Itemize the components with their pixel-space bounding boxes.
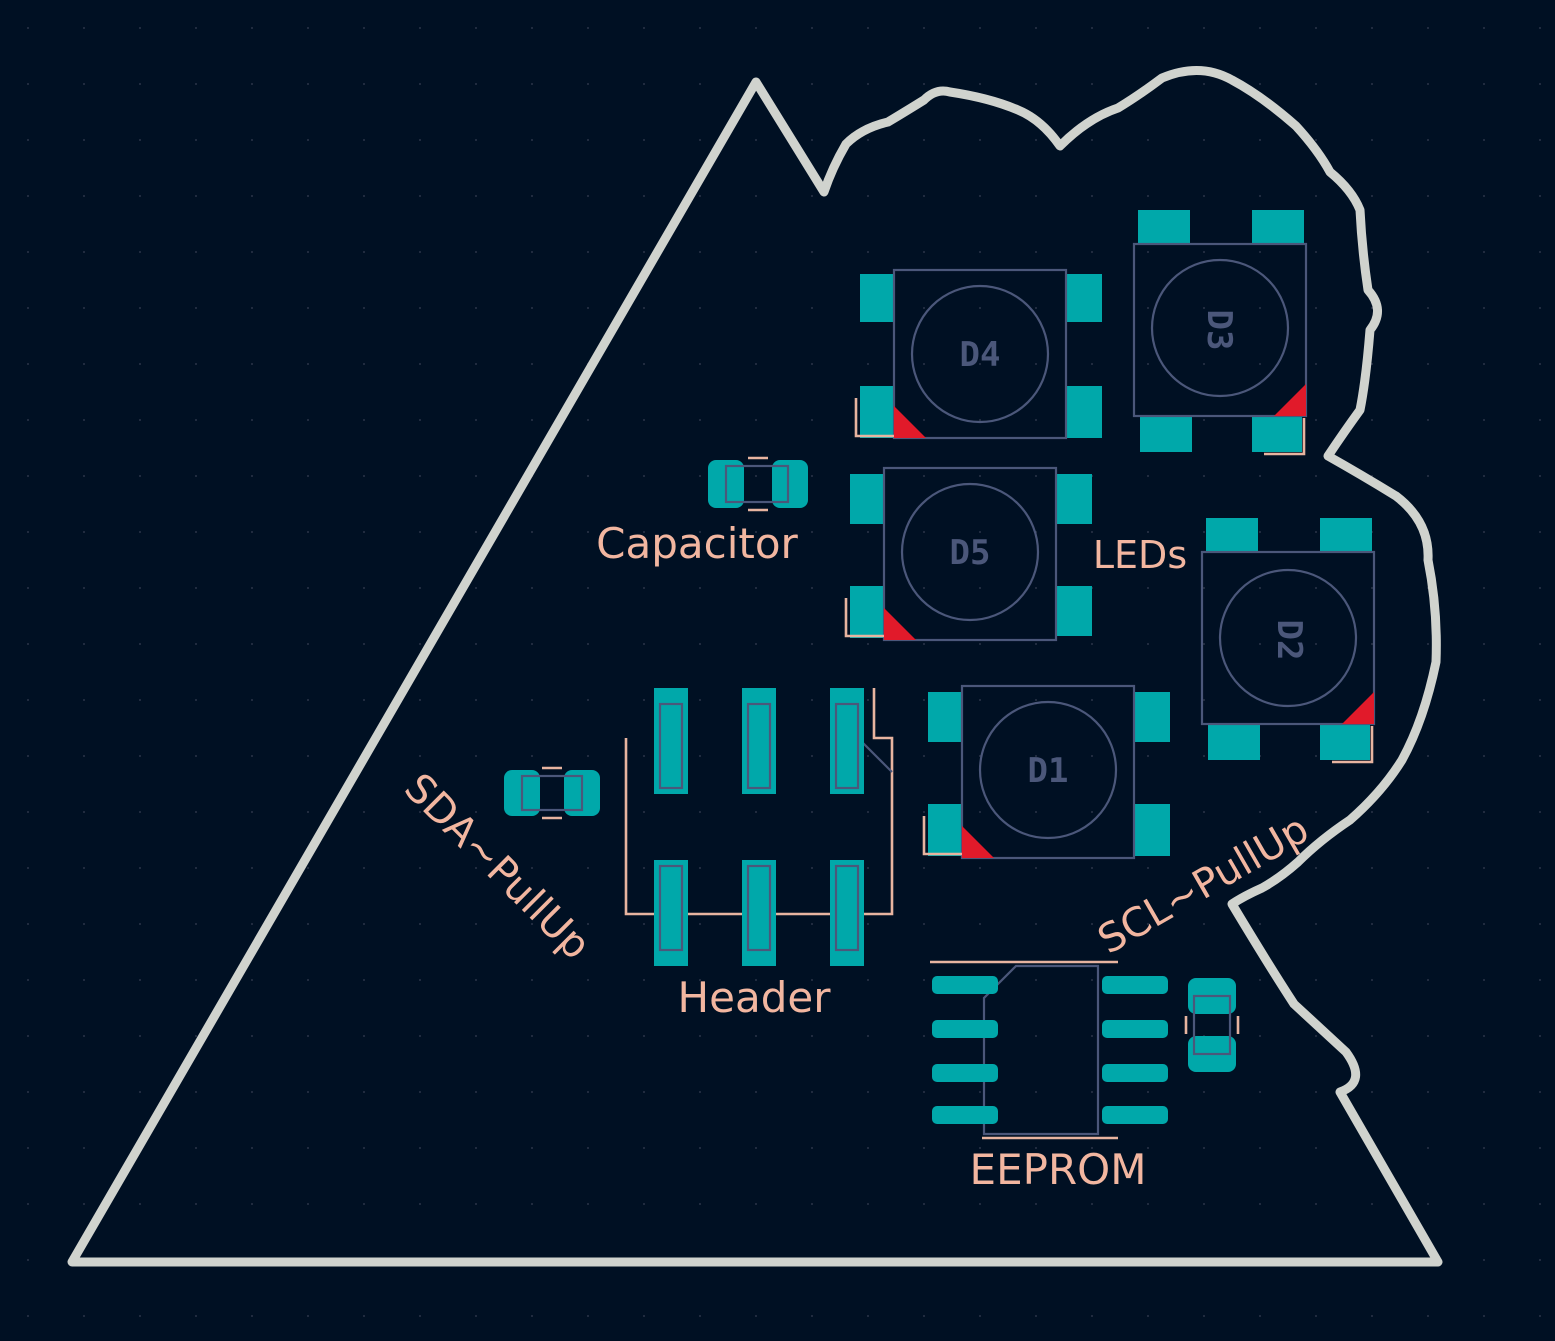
header-pin xyxy=(658,864,684,952)
led-d5-lens xyxy=(900,482,1040,622)
capacitor-top[interactable] xyxy=(708,456,808,512)
led-d2-pad xyxy=(1320,518,1372,552)
led-d2-lens xyxy=(1218,568,1358,708)
leds-label: LEDs xyxy=(1093,533,1187,577)
capacitor-top-pad xyxy=(772,460,808,508)
led-d5-pad xyxy=(850,474,884,524)
led-d5-pad xyxy=(850,586,884,638)
eeprom-pad xyxy=(1102,1020,1168,1038)
led-d1-pad xyxy=(928,692,962,742)
led-d5[interactable]: D5 xyxy=(844,466,1092,642)
led-d3-pad xyxy=(1138,210,1190,244)
led-d4-pad xyxy=(1066,274,1102,322)
header-pin xyxy=(834,864,860,952)
led-d3-pad xyxy=(1252,416,1302,452)
header-pin xyxy=(746,702,772,790)
led-d3[interactable]: D3 xyxy=(1132,210,1308,456)
led-d1-lens xyxy=(978,700,1118,840)
led-d2-pad xyxy=(1206,518,1258,552)
led-d4-pad xyxy=(860,386,894,438)
scl-pullup-resistor[interactable] xyxy=(1184,978,1240,1072)
eeprom-pad xyxy=(932,1020,998,1038)
sda-pullup-body xyxy=(520,774,584,812)
eeprom-pad xyxy=(932,1106,998,1124)
capacitor-top-body xyxy=(724,464,790,504)
led-d1-pad xyxy=(1134,804,1170,856)
eeprom-pad xyxy=(1102,1106,1168,1124)
header-label: Header xyxy=(678,973,832,1022)
led-d2-pad xyxy=(1208,724,1260,760)
led-d2-pad xyxy=(1320,724,1370,760)
eeprom-pad xyxy=(1102,1064,1168,1082)
led-d4-pin1-marker xyxy=(894,406,926,438)
led-d3-body xyxy=(1132,242,1308,418)
led-d5-body xyxy=(882,466,1058,642)
led-d5-silk-corner xyxy=(844,598,884,638)
header-pin xyxy=(658,702,684,790)
led-d4-body xyxy=(892,268,1068,440)
led-d1-pin1-marker xyxy=(962,826,994,858)
led-d2-ref: D2 xyxy=(1269,620,1309,661)
led-d5-pad xyxy=(1056,586,1092,636)
led-d2[interactable]: D2 xyxy=(1200,518,1376,764)
led-d1-ref: D1 xyxy=(1028,751,1069,791)
header-silk-outline xyxy=(624,688,894,916)
led-d4-lens xyxy=(910,284,1050,424)
eeprom-pad xyxy=(1102,976,1168,994)
led-d5-ref: D5 xyxy=(950,533,991,573)
led-d3-pad xyxy=(1140,416,1192,452)
scl-pullup-body xyxy=(1192,994,1232,1056)
capacitor-label: Capacitor xyxy=(596,519,798,568)
led-d4-silk-corner xyxy=(854,398,894,438)
led-d1-pad xyxy=(1134,692,1170,742)
header-connector[interactable] xyxy=(624,688,894,966)
led-d3-lens xyxy=(1150,258,1290,398)
sda-pullup-resistor[interactable] xyxy=(504,766,600,820)
led-d5-pin1-marker xyxy=(884,608,916,640)
header-pin xyxy=(834,702,860,790)
board-outline xyxy=(67,65,1443,1267)
led-d4[interactable]: D4 xyxy=(854,268,1102,440)
led-d4-pad xyxy=(1066,386,1102,438)
led-d2-body xyxy=(1200,550,1376,726)
led-d3-pin1-marker xyxy=(1274,384,1306,416)
led-d4-ref: D4 xyxy=(960,335,1001,375)
eeprom-pad xyxy=(932,1064,998,1082)
led-d2-pin1-marker xyxy=(1342,692,1374,724)
led-d3-ref: D3 xyxy=(1199,310,1239,351)
eeprom-chip[interactable] xyxy=(930,960,1168,1140)
led-d1[interactable]: D1 xyxy=(922,684,1170,860)
led-d4-pad xyxy=(860,274,894,322)
led-d3-pad xyxy=(1252,210,1304,244)
led-d3-silk-corner xyxy=(1264,418,1306,456)
eeprom-pad xyxy=(932,976,998,994)
led-d5-pad xyxy=(1056,474,1092,524)
led-d1-pad xyxy=(928,804,962,856)
eeprom-label: EEPROM xyxy=(970,1145,1147,1194)
led-d2-silk-corner xyxy=(1332,726,1374,764)
led-d1-silk-corner xyxy=(922,816,962,856)
header-pin xyxy=(746,864,772,952)
led-d1-body xyxy=(960,684,1136,860)
